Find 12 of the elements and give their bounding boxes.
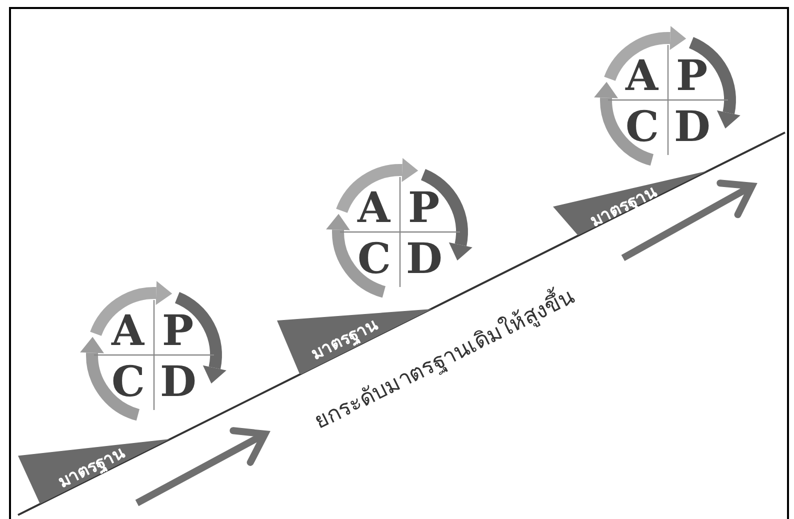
cycle-letter: P <box>408 187 440 229</box>
cycle-letter: P <box>162 310 194 352</box>
cycle-letter: D <box>160 361 196 403</box>
cycle-letter: C <box>358 238 391 280</box>
cycle-letter: A <box>358 187 390 229</box>
cycle-letter: C <box>626 106 659 148</box>
cycle-letter: D <box>406 238 442 280</box>
cycle-letter: P <box>676 55 708 97</box>
cycle-letter: A <box>112 310 144 352</box>
cycle-letter: C <box>112 361 145 403</box>
cycle-letter: D <box>674 106 710 148</box>
cycle-letter: A <box>626 55 658 97</box>
